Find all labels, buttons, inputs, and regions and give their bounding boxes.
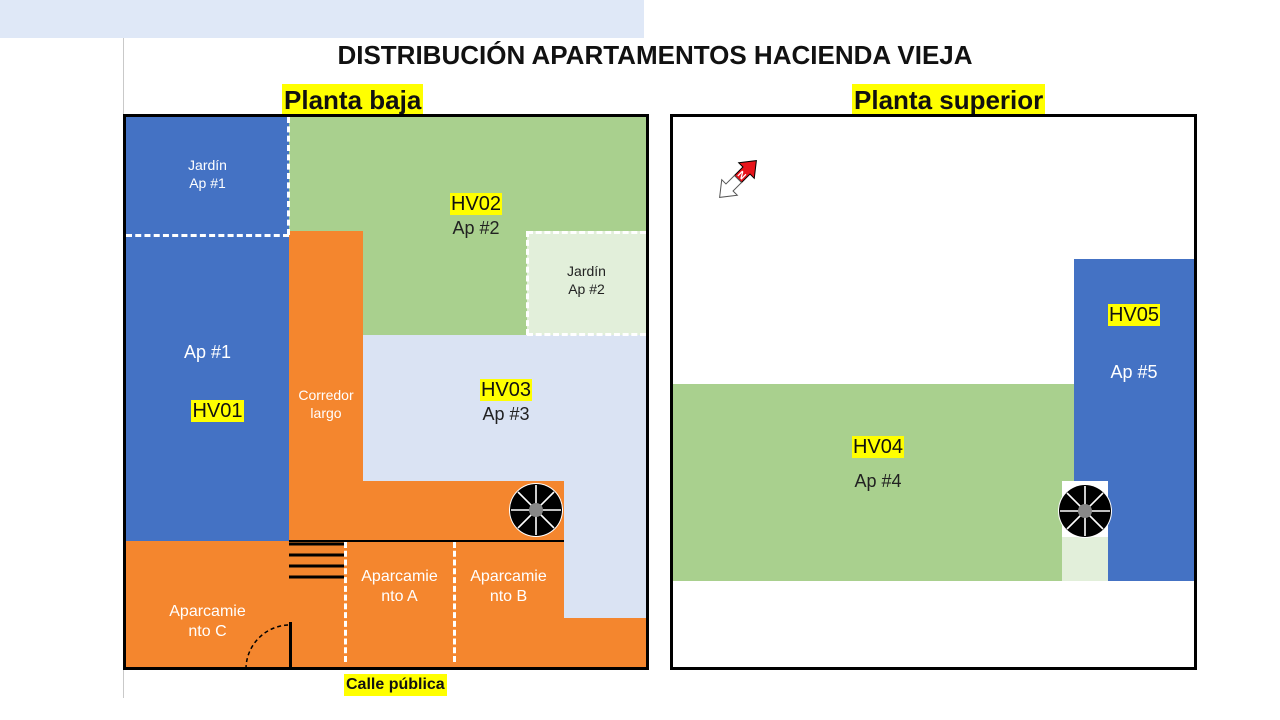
ap1-name: Ap #1 [183,342,232,362]
parking-b-line1: Aparcamie [470,568,547,585]
ap5-name: Ap #5 [1110,362,1158,382]
ap2-name: Ap #2 [452,218,500,238]
ap4-zone [673,384,1074,581]
parking-c-label: Aparcamie nto C [126,602,289,642]
ap1-code: HV01 [191,400,244,422]
ap5-code-wrap: HV05 [1074,303,1194,328]
corridor-zone [289,231,363,588]
ap5-code: HV05 [1107,304,1161,326]
jardin-ap2-zone [527,231,646,335]
parking-a-line2: nto A [381,588,418,605]
street-label: Calle pública [344,674,447,696]
jardin-ap1-divider-h [126,234,289,237]
parking-c-line2: nto C [188,623,227,640]
jardin-ap2-line2: Ap #2 [568,280,605,297]
corridor-line1: Corredor [298,387,354,403]
top-strip [0,0,644,38]
jardin-ap1-label: Jardín Ap #1 [126,157,289,192]
ap3-code: HV03 [479,379,533,401]
parking-a-left [344,542,347,662]
ap4-name: Ap #4 [854,471,902,491]
parking-a-line1: Aparcamie [361,568,438,585]
spiral-staircase-icon [1058,484,1112,538]
parking-b-label: Aparcamie nto B [455,567,562,607]
ap2-label: HV02 Ap #2 [386,192,566,240]
jardin-ap2-left [526,231,529,335]
ap1-zone [126,117,289,580]
parking-c-extension [126,580,289,667]
ap2-code: HV02 [449,193,503,215]
ap4-code: HV04 [851,436,905,458]
parking-b-left [453,542,456,662]
stairs-icon [289,541,344,581]
door-swing-icon [244,623,292,667]
ap3-label: HV03 Ap #3 [416,378,596,426]
jardin-ap2-label: Jardín Ap #2 [527,263,646,298]
parking-c-line1: Aparcamie [169,603,246,620]
parking-a-label: Aparcamie nto A [346,567,453,607]
wall-line [289,540,564,542]
ap4-label: HV04 Ap #4 [783,435,973,493]
corridor-line2: largo [310,404,342,421]
gate-post [289,622,292,667]
stair-landing-zone [1062,537,1108,581]
bottom-right-orange [564,618,646,667]
jardin-ap2-line1: Jardín [567,263,606,279]
upper-floor-plan: N HV05 Ap #5 HV04 [670,114,1197,670]
corridor-label: Corredor largo [289,387,363,422]
jardin-ap2-top [527,231,646,234]
jardin-ap1-line2: Ap #1 [189,174,226,191]
jardin-ap1-divider-v [287,117,290,235]
ap1-code-wrap: HV01 [126,399,309,424]
ground-floor-title: Planta baja [282,84,424,116]
ground-floor-plan: Jardín Ap #1 Ap #1 HV01 HV02 Ap #2 Jardí… [123,114,649,670]
jardin-ap1-line1: Jardín [188,157,227,173]
page-title: DISTRIBUCIÓN APARTAMENTOS HACIENDA VIEJA [337,40,973,70]
ap3-name: Ap #3 [482,404,530,424]
parking-b-line2: nto B [489,588,528,605]
jardin-ap2-bottom [527,333,646,336]
north-compass-icon: N [711,151,765,207]
spiral-staircase-icon [509,483,563,537]
upper-floor-title: Planta superior [852,84,1046,116]
